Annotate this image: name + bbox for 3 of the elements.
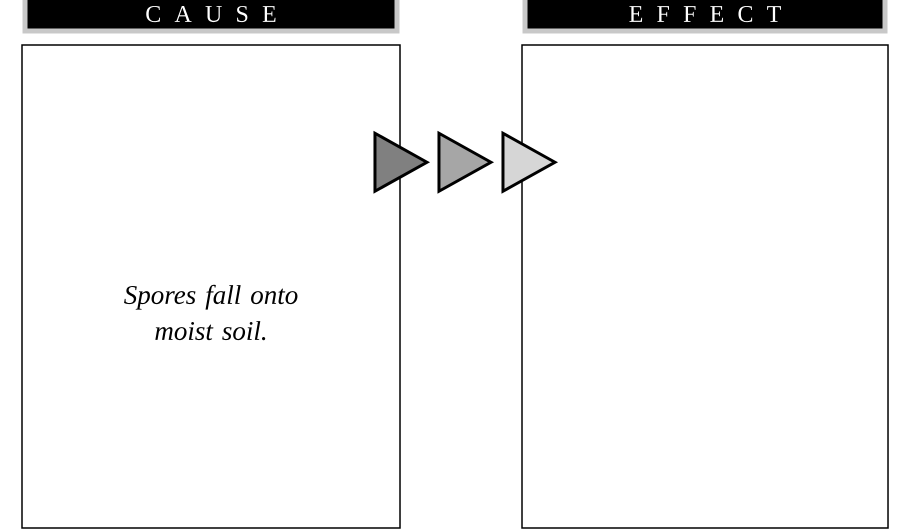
heading-band: C A U S E — [22, 0, 400, 34]
heading-band: E F F E C T — [522, 0, 888, 34]
cause-text: Spores fall onto moist soil. — [124, 284, 298, 340]
